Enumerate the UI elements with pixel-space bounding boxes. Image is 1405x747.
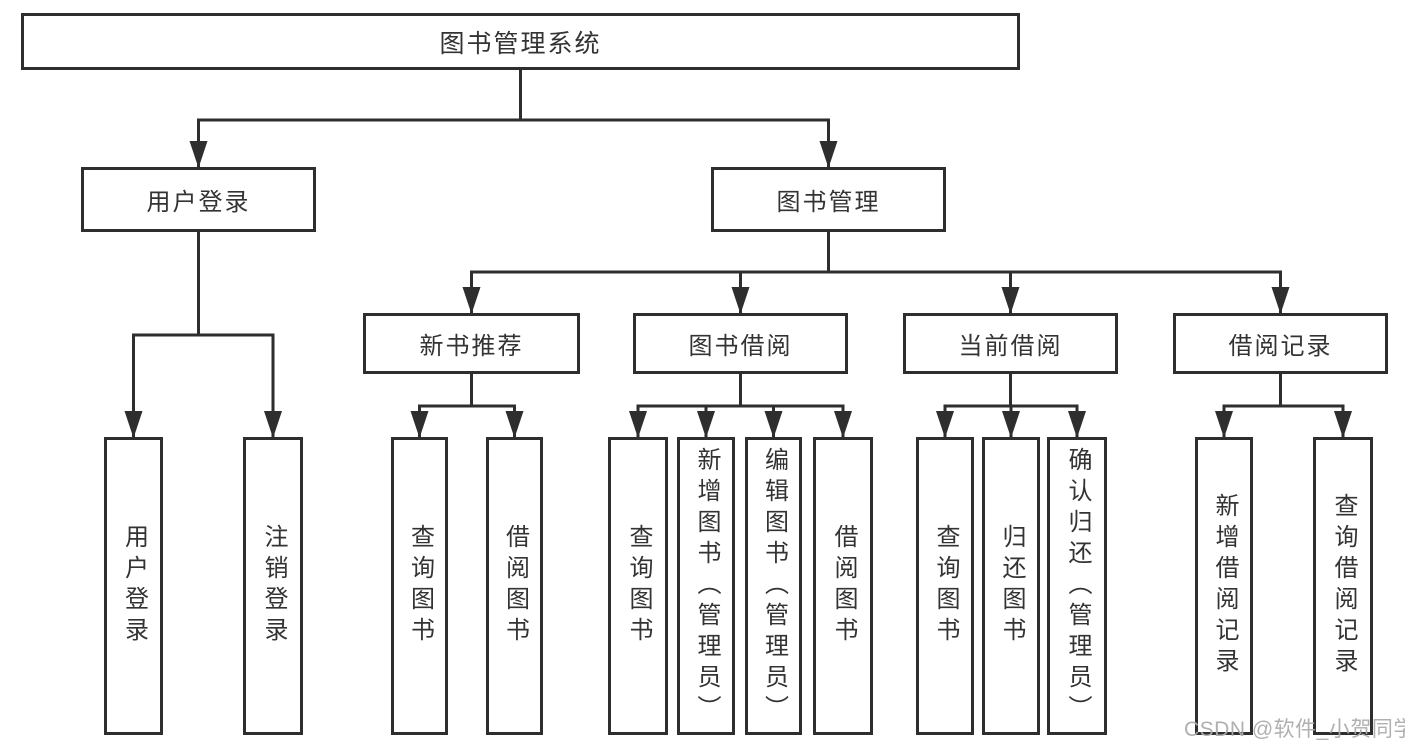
leaf-edit-book-admin: 编辑图书（管理员） [745,437,802,735]
leaf-borrow-books: 借阅图书 [813,437,873,735]
leaf-return-book: 归还图书 [982,437,1040,735]
leaf-add-book-admin: 新增图书（管理员） [677,437,735,735]
leaf-logout: 注销登录 [243,437,303,735]
leaf-query-borrow-record: 查询借阅记录 [1313,437,1373,735]
node-borrow-records: 借阅记录 [1173,313,1388,374]
leaf-query-books-recommend: 查询图书 [391,437,448,735]
leaf-add-borrow-record: 新增借阅记录 [1195,437,1253,735]
leaf-confirm-return-admin: 确认归还（管理员） [1047,437,1107,735]
node-current-borrow: 当前借阅 [903,313,1118,374]
node-user-login: 用户登录 [81,167,316,232]
leaf-query-books-current: 查询图书 [916,437,974,735]
leaf-user-login: 用户登录 [104,437,163,735]
watermark: CSDN @软件_小贺同学 [1184,718,1405,741]
leaf-query-books-borrow: 查询图书 [608,437,668,735]
node-book-management: 图书管理 [711,167,946,232]
leaf-borrow-books-recommend: 借阅图书 [486,437,543,735]
node-new-book-recommend: 新书推荐 [363,313,580,374]
node-root: 图书管理系统 [21,13,1020,70]
node-book-borrow: 图书借阅 [633,313,848,374]
